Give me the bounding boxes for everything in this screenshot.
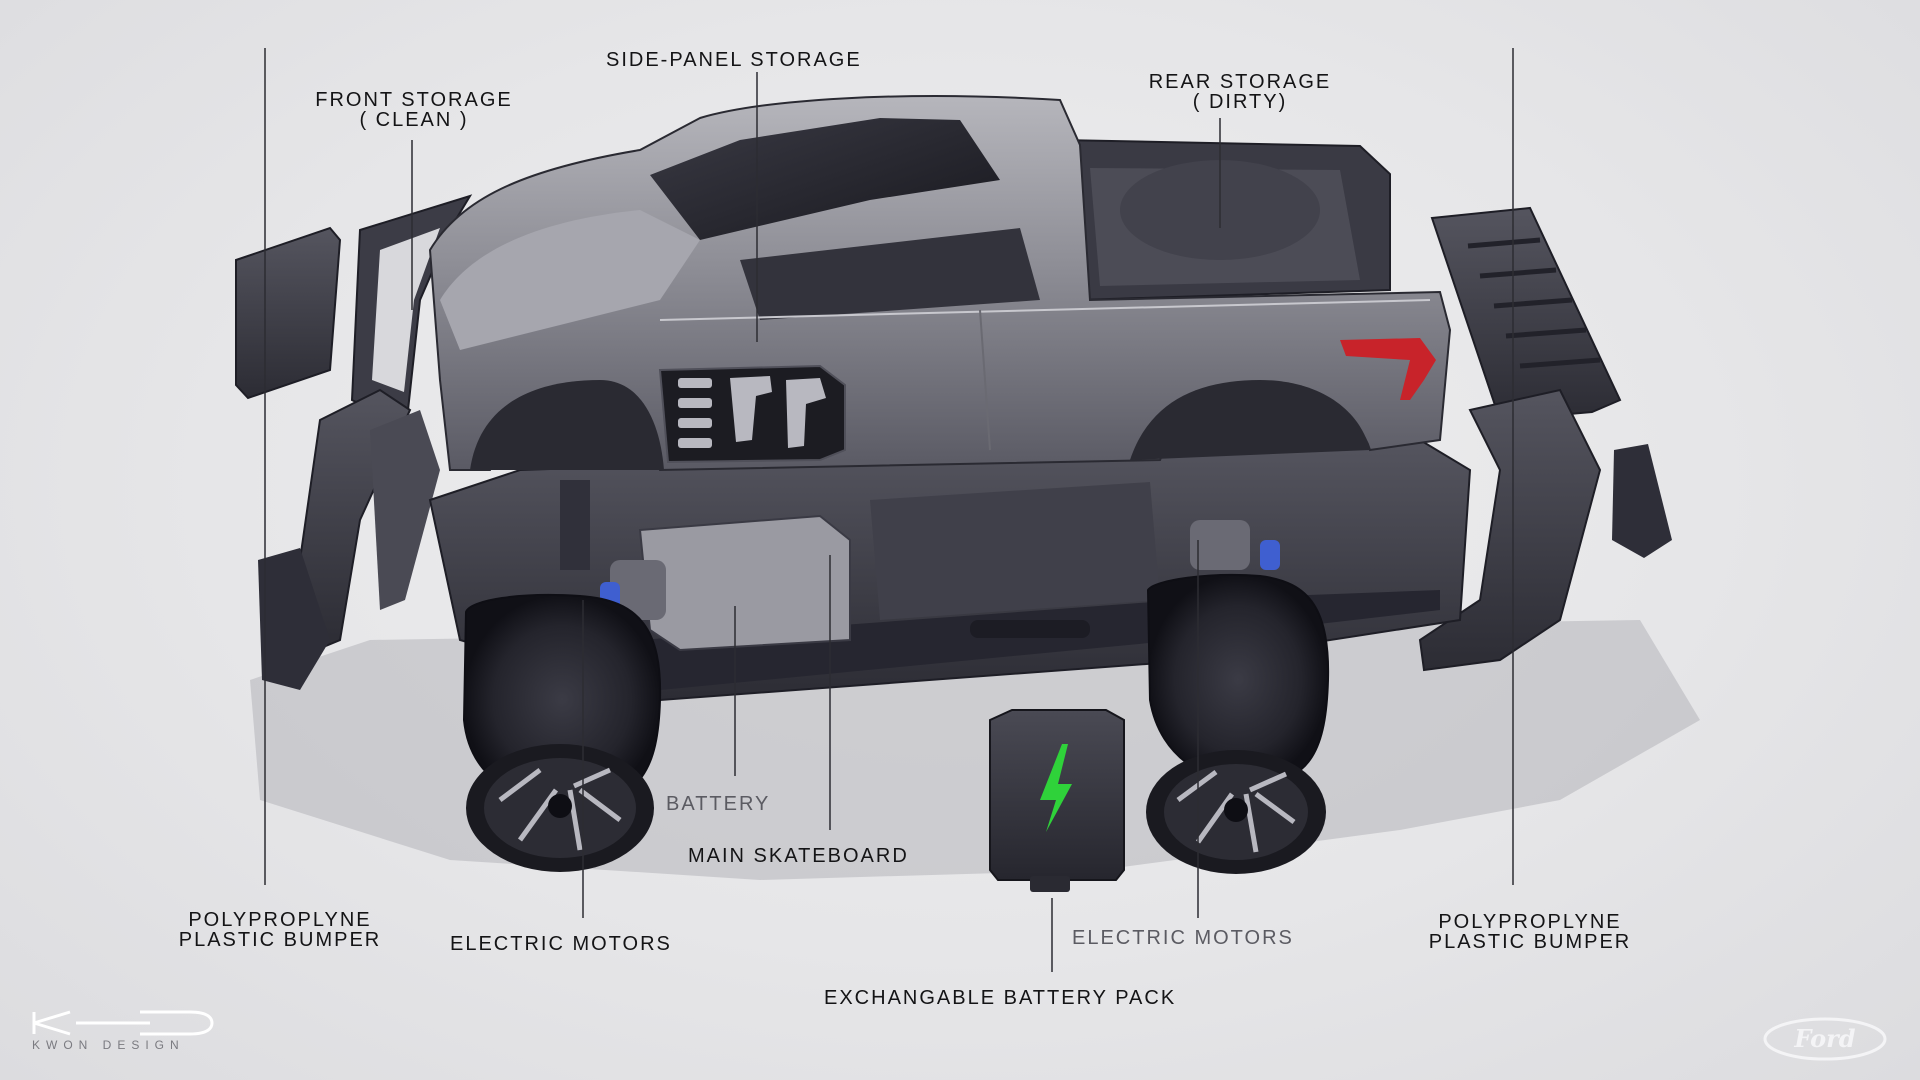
label-rear-storage: REAR STORAGE ( DIRTY) — [1148, 71, 1332, 113]
label-front-storage: FRONT STORAGE ( CLEAN ) — [315, 89, 513, 131]
rear-electric-motor-wheel — [1146, 573, 1330, 874]
leader-lines — [264, 48, 1514, 972]
label-main-skateboard: MAIN SKATEBOARD — [688, 845, 909, 867]
rear-suspension — [1190, 520, 1280, 570]
studio-logo — [32, 1010, 214, 1036]
stored-tools — [678, 376, 826, 448]
windshield — [650, 118, 1000, 240]
rear-bumper-cap — [1612, 444, 1672, 558]
rear-bumper-lower — [1418, 388, 1602, 672]
exchangeable-battery-pack — [989, 709, 1125, 892]
label-side-panel-storage: SIDE-PANEL STORAGE — [606, 49, 862, 71]
front-electric-motor-wheel — [462, 593, 662, 872]
label-exchangeable-battery-pack: EXCHANGABLE BATTERY PACK — [824, 987, 1177, 1009]
lightning-bolt-icon — [1040, 744, 1072, 832]
label-bumper-right: POLYPROPLYNE PLASTIC BUMPER — [1428, 911, 1632, 953]
front-bumper-cap — [258, 548, 330, 690]
side-window — [740, 228, 1040, 320]
front-suspension — [560, 480, 666, 620]
truck-body — [428, 95, 1452, 472]
label-bumper-left: POLYPROPLYNE PLASTIC BUMPER — [178, 909, 382, 951]
front-bumper-panel — [235, 226, 342, 400]
battery-module — [638, 514, 851, 652]
label-battery: BATTERY — [666, 793, 771, 815]
tail-light — [1340, 338, 1436, 400]
ford-oval-logo — [1763, 1017, 1887, 1061]
rear-bumper-parts — [1418, 206, 1672, 672]
label-electric-motors-right: ELECTRIC MOTORS — [1072, 927, 1294, 949]
label-electric-motors-left: ELECTRIC MOTORS — [450, 933, 672, 955]
ford-logo-text: Ford — [1794, 1024, 1856, 1053]
studio-name: KWON DESIGN — [32, 1038, 185, 1052]
